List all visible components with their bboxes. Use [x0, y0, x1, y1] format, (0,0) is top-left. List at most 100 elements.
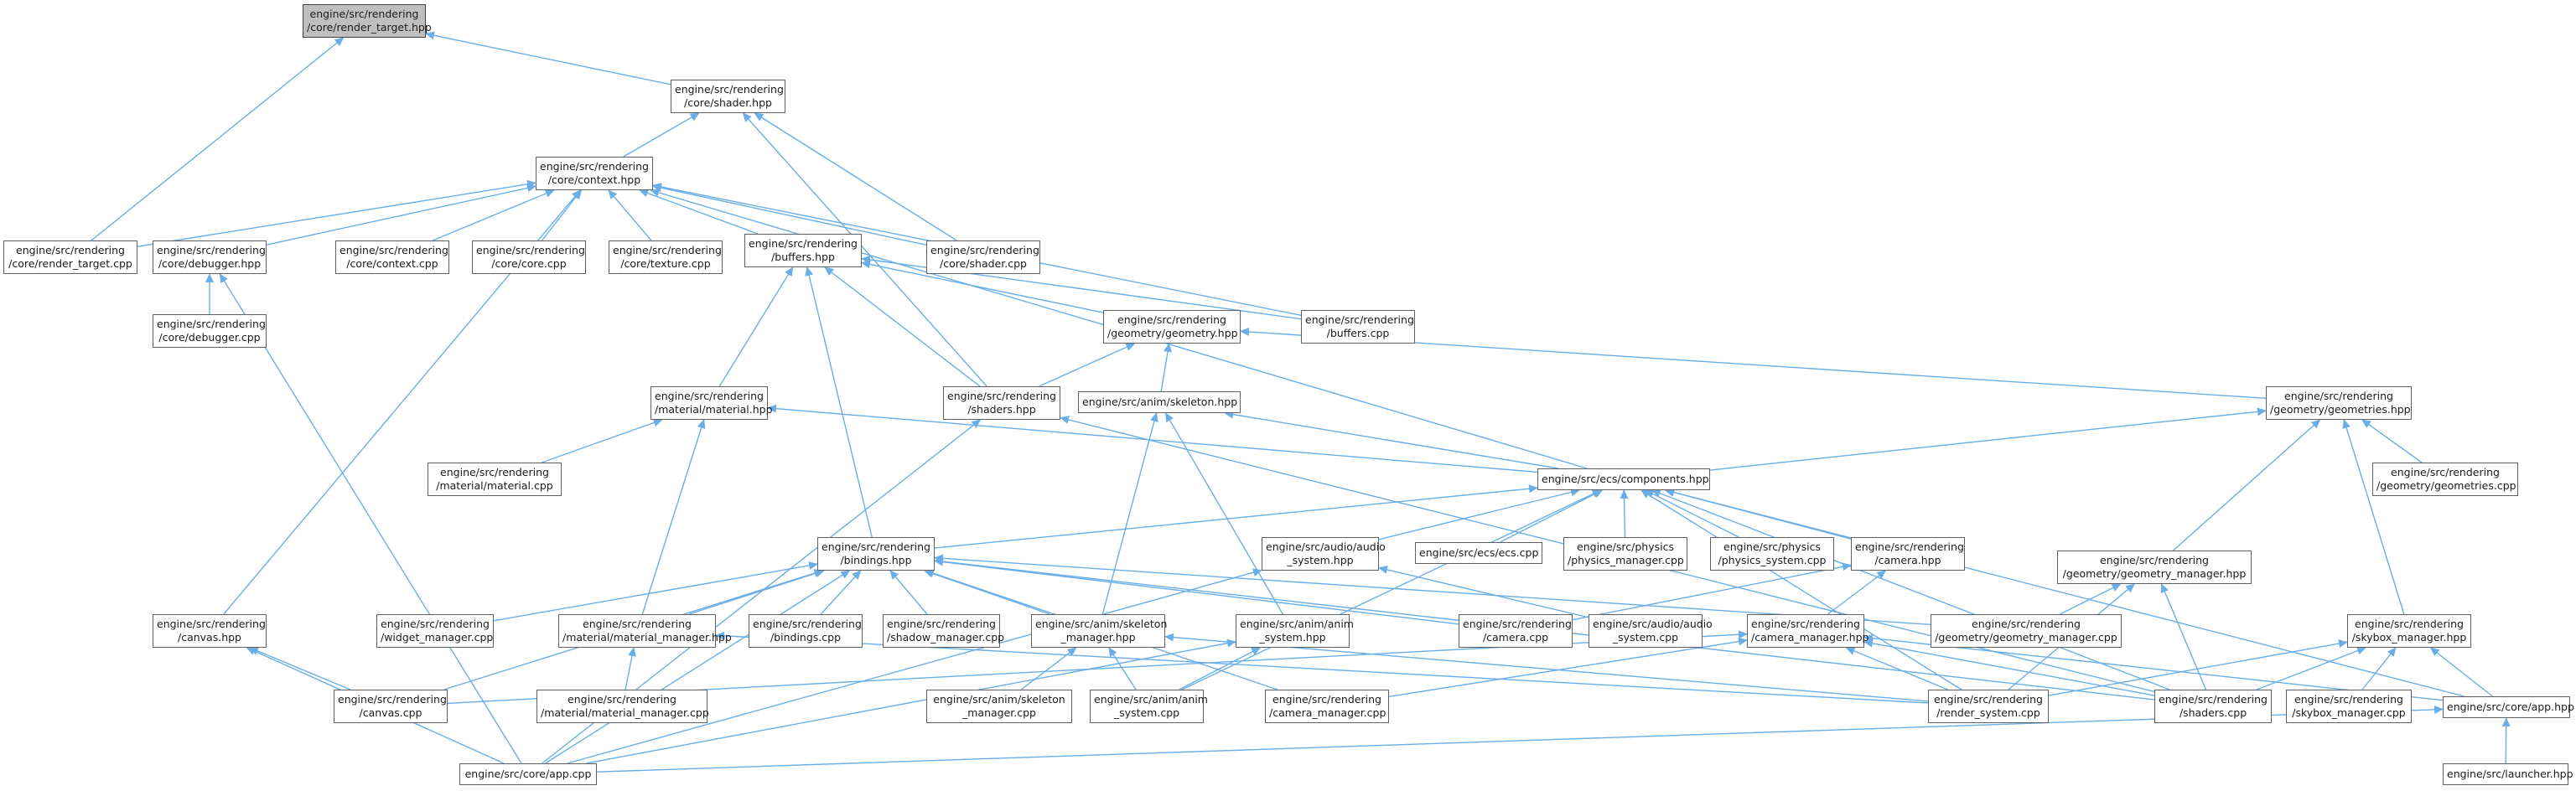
node-label-line: _system.cpp — [1612, 631, 1679, 644]
node-label-line: engine/src/physics — [1723, 540, 1821, 553]
edge-audio_hpp-to-components_hpp — [1378, 488, 1581, 540]
edge-buffers_hpp-to-context_hpp — [639, 189, 759, 235]
edge-audio_cpp-to-audio_hpp — [1378, 566, 1589, 618]
node-label-line: /camera_manager.cpp — [1269, 706, 1386, 719]
node-core-cpp[interactable]: engine/src/rendering/core/core.cpp — [472, 240, 586, 274]
node-label-line: _system.hpp — [1287, 554, 1354, 566]
node-material-hpp[interactable]: engine/src/rendering/material/material.h… — [650, 386, 773, 420]
node-phys-sys-cpp[interactable]: engine/src/physics/physics_system.cpp — [1710, 537, 1834, 571]
node-label-line: /buffers.hpp — [771, 251, 835, 263]
node-skeleton-hpp[interactable]: engine/src/anim/skeleton.hpp — [1078, 391, 1241, 413]
edge-material_cpp-to-material_hpp — [542, 418, 663, 463]
edge-app_cpp-to-debugger_hpp — [219, 273, 522, 764]
node-shaders-hpp[interactable]: engine/src/rendering/shaders.hpp — [943, 386, 1060, 420]
node-mat-mgr-hpp[interactable]: engine/src/rendering/material/material_m… — [558, 614, 732, 648]
node-launcher-hpp[interactable]: engine/src/launcher.hpp — [2443, 763, 2573, 785]
edge-render_sys_cpp-to-skybox_hpp — [2048, 639, 2348, 696]
node-rt-hpp[interactable]: engine/src/rendering/core/render_target.… — [303, 4, 432, 38]
node-label-line: /core/core.cpp — [491, 257, 567, 270]
node-label-line: /geometry/geometries.cpp — [2376, 479, 2516, 492]
node-label-line: /camera_manager.hpp — [1751, 631, 1869, 644]
node-canvas-hpp[interactable]: engine/src/rendering/canvas.hpp — [153, 614, 267, 648]
edge-render_sys_cpp-to-cam_mgr_hpp — [1845, 647, 1948, 690]
node-label-line: engine/src/ecs/components.hpp — [1542, 473, 1709, 485]
node-label-line: engine/src/physics — [1577, 540, 1674, 553]
edge-shader_cpp-to-shader_hpp — [754, 112, 957, 241]
edge-components_hpp-to-material_hpp — [767, 404, 1538, 473]
node-bindings-hpp[interactable]: engine/src/rendering/bindings.hpp — [817, 537, 935, 571]
node-bindings-cpp[interactable]: engine/src/rendering/bindings.cpp — [749, 614, 863, 648]
node-label-line: /shaders.cpp — [2179, 706, 2247, 719]
edge-rt_cpp-to-context_hpp — [137, 179, 536, 247]
node-label-line: /render_system.cpp — [1936, 706, 2040, 719]
node-buffers-hpp[interactable]: engine/src/rendering/buffers.hpp — [744, 234, 862, 267]
edge-shaders_cpp-to-cam_mgr_hpp — [1863, 638, 2155, 696]
node-phys-mgr-cpp[interactable]: engine/src/physics/physics_manager.cpp — [1563, 537, 1687, 571]
node-geometries-hpp[interactable]: engine/src/rendering/geometry/geometries… — [2266, 386, 2412, 420]
node-skel-mgr-cpp[interactable]: engine/src/anim/skeleton_manager.cpp — [926, 690, 1072, 723]
node-shader-hpp[interactable]: engine/src/rendering/core/shader.hpp — [671, 80, 785, 113]
node-buffers-cpp[interactable]: engine/src/rendering/buffers.cpp — [1301, 310, 1415, 344]
node-label-line: /bindings.hpp — [840, 554, 912, 566]
node-label-line: _manager.cpp — [961, 706, 1036, 719]
node-mat-mgr-cpp[interactable]: engine/src/rendering/material/material_m… — [536, 690, 709, 723]
node-geo-mgr-cpp[interactable]: engine/src/rendering/geometry/geometry_m… — [1931, 614, 2122, 648]
node-camera-cpp[interactable]: engine/src/rendering/camera.cpp — [1459, 614, 1573, 648]
node-material-cpp[interactable]: engine/src/rendering/material/material.c… — [428, 463, 562, 496]
node-cam-mgr-hpp[interactable]: engine/src/rendering/camera_manager.hpp — [1747, 614, 1869, 648]
node-label-line: engine/src/rendering — [822, 540, 930, 553]
node-label-line: /core/context.hpp — [547, 173, 641, 186]
node-context-cpp[interactable]: engine/src/rendering/core/context.cpp — [335, 240, 449, 274]
node-label-line: engine/src/core/app.cpp — [464, 768, 592, 780]
edge-shaders_cpp-to-geo_mgr_hpp — [2160, 583, 2207, 690]
node-shader-cpp[interactable]: engine/src/rendering/core/shader.cpp — [926, 240, 1040, 274]
node-label-line: /core/render_target.hpp — [307, 21, 432, 34]
edge-app_cpp-to-anim_sys_hpp — [586, 638, 1236, 764]
node-skel-mgr-hpp[interactable]: engine/src/anim/skeleton_manager.hpp — [1031, 614, 1167, 648]
node-label-line: engine/src/rendering — [2100, 554, 2209, 566]
node-geometries-cpp[interactable]: engine/src/rendering/geometry/geometries… — [2372, 463, 2518, 496]
node-audio-cpp[interactable]: engine/src/audio/audio_system.cpp — [1589, 614, 1713, 648]
node-anim-sys-hpp[interactable]: engine/src/anim/anim_system.hpp — [1236, 614, 1354, 648]
node-label-line: _system.cpp — [1113, 706, 1180, 719]
edge-components_hpp-to-skeleton_hpp — [1224, 410, 1558, 469]
node-geometry-hpp[interactable]: engine/src/rendering/geometry/geometry.h… — [1103, 310, 1241, 344]
node-ecs-cpp[interactable]: engine/src/ecs/ecs.cpp — [1415, 542, 1542, 564]
edge-geometry_hpp-to-buffers_hpp — [861, 260, 1104, 313]
node-widget-cpp[interactable]: engine/src/rendering/widget_manager.cpp — [376, 614, 494, 648]
node-components-hpp[interactable]: engine/src/ecs/components.hpp — [1537, 468, 1710, 490]
node-label-line: /shadow_manager.cpp — [887, 631, 1005, 644]
node-shaders-cpp[interactable]: engine/src/rendering/shaders.cpp — [2154, 690, 2272, 723]
edge-cam_mgr_cpp-to-cam_mgr_hpp — [1388, 637, 1748, 698]
node-skybox-cpp[interactable]: engine/src/rendering/skybox_manager.cpp — [2286, 690, 2412, 723]
edge-app_hpp-to-skybox_hpp — [2429, 647, 2493, 697]
node-label-line: engine/src/rendering — [613, 244, 722, 256]
edge-shader_hpp-to-rt_hpp — [425, 31, 671, 85]
node-label-line: engine/src/anim/skeleton — [933, 693, 1065, 706]
node-shadow-cpp[interactable]: engine/src/rendering/shadow_manager.cpp — [883, 614, 1005, 648]
node-label-line: /widget_manager.cpp — [381, 631, 494, 644]
edge-shaders_hpp-to-shader_hpp — [742, 112, 987, 387]
node-anim-sys-cpp[interactable]: engine/src/anim/anim_system.cpp — [1090, 690, 1208, 723]
node-context-hpp[interactable]: engine/src/rendering/core/context.hpp — [536, 157, 653, 190]
edge-shader_cpp-to-context_hpp — [652, 184, 927, 246]
node-debugger-hpp[interactable]: engine/src/rendering/core/debugger.hpp — [153, 240, 267, 274]
node-canvas-cpp[interactable]: engine/src/rendering/canvas.cpp — [334, 690, 448, 723]
node-rt-cpp[interactable]: engine/src/rendering/core/render_target.… — [3, 240, 137, 274]
node-cam-mgr-cpp[interactable]: engine/src/rendering/camera_manager.cpp — [1265, 690, 1389, 723]
node-label-line: engine/src/rendering — [2355, 618, 2464, 630]
node-skybox-hpp[interactable]: engine/src/rendering/skybox_manager.hpp — [2347, 614, 2471, 648]
node-app-hpp[interactable]: engine/src/core/app.hpp — [2443, 696, 2574, 718]
node-audio-hpp[interactable]: engine/src/audio/audio_system.hpp — [1262, 537, 1386, 571]
node-render-sys-cpp[interactable]: engine/src/rendering/render_system.cpp — [1928, 690, 2049, 723]
node-debugger-cpp[interactable]: engine/src/rendering/core/debugger.cpp — [153, 314, 267, 348]
node-label-line: /camera.hpp — [1874, 554, 1941, 566]
node-camera-hpp[interactable]: engine/src/rendering/camera.hpp — [1851, 537, 1965, 571]
node-app-cpp[interactable]: engine/src/core/app.cpp — [459, 763, 597, 785]
edge-bindings_hpp-to-components_hpp — [934, 484, 1538, 549]
node-label-line: engine/src/rendering — [655, 390, 764, 402]
node-label-line: engine/src/rendering — [1751, 618, 1860, 630]
node-geo-mgr-hpp[interactable]: engine/src/rendering/geometry/geometry_m… — [2057, 551, 2252, 584]
node-label-line: engine/src/rendering — [583, 618, 692, 630]
node-texture-cpp[interactable]: engine/src/rendering/core/texture.cpp — [609, 240, 723, 274]
